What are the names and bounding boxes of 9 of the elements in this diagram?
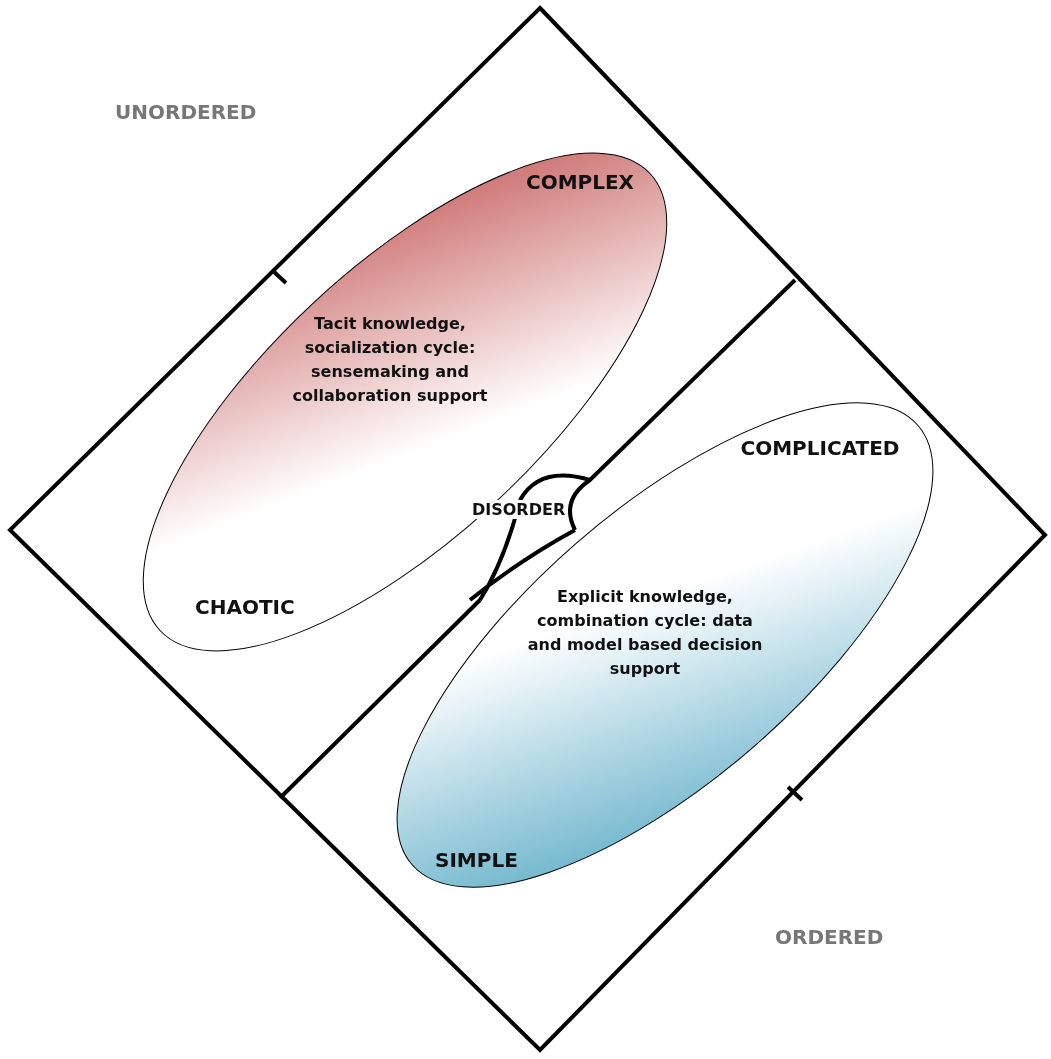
domain-label: COMPLEX xyxy=(524,169,636,196)
region-label: ORDERED xyxy=(775,925,884,949)
ellipse-description: Explicit knowledge, combination cycle: data and model based decision support xyxy=(526,586,764,680)
domain-label: DISORDER xyxy=(470,500,568,519)
domain-label: SIMPLE xyxy=(435,847,519,874)
domain-label: COMPLICATED xyxy=(739,435,901,462)
ellipse-description: Tacit knowledge, socialization cycle: sensemaking and collaboration support xyxy=(291,313,489,407)
region-label: UNORDERED xyxy=(115,100,257,124)
domain-label: CHAOTIC xyxy=(195,594,296,621)
